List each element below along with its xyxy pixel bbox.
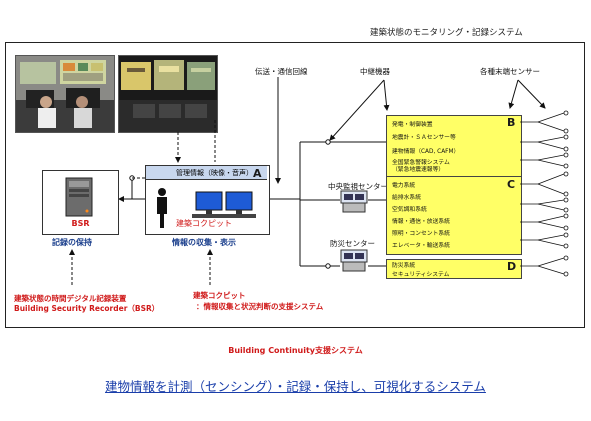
disaster-center-label: 防災センター (330, 239, 375, 248)
relay-label: 中継機器 (360, 67, 390, 76)
group-c-item: 情報・通信・放送系統 (392, 219, 450, 225)
cockpit-note-line1: 建築コクピット (193, 291, 246, 300)
control-room-photo-1 (15, 55, 115, 133)
group-c-panel (386, 176, 522, 255)
group-d-item: 防災系統 (392, 263, 416, 269)
diagram-frame (5, 42, 585, 328)
group-letter-b: B (507, 116, 516, 129)
cockpit-label: 建築コクピット (176, 219, 232, 228)
management-header-label: 管理情報（映像・音声） (176, 169, 253, 177)
group-c-item: 照明・コンセント系統 (392, 231, 450, 237)
group-d-panel (386, 259, 522, 279)
central-monitor-label: 中央監視センター (328, 182, 388, 191)
group-d-item: セキュリティシステム (392, 272, 450, 278)
group-b-item: 全国緊急警報システム (392, 160, 450, 166)
bcs-caption: Building Continuity支援システム (228, 346, 363, 355)
group-c-item: 電力系統 (392, 183, 416, 189)
bsr-panel: BSR (42, 170, 119, 235)
cockpit-illustration (157, 188, 256, 228)
management-caption: 情報の収集・表示 (172, 238, 236, 247)
group-b-item: 地震計・ＳＡセンサー等 (392, 135, 456, 141)
group-c-item: 給排水系統 (392, 195, 421, 201)
monitor-console-icon (340, 190, 368, 213)
bottom-title: 建物情報を計測（センシング）・記録・保持し、可視化するシステム (105, 379, 486, 394)
bsr-note-line2: Building Security Recorder（BSR） (14, 304, 160, 313)
group-letter-c: C (507, 178, 516, 191)
bsr-label: BSR (71, 219, 90, 228)
group-c-item: エレベータ・輸送系統 (392, 243, 450, 249)
group-c-item: 空気調和系統 (392, 207, 427, 213)
group-letter-a: A (253, 167, 262, 180)
bsr-note-line1: 建築状態の時間デジタル記録装置 (14, 294, 127, 303)
management-panel: 管理情報（映像・音声） A 建築コクピット (145, 165, 270, 235)
management-header: 管理情報（映像・音声） (146, 166, 267, 180)
sensor-network (520, 110, 569, 277)
header-title: 建築状態のモニタリング・記録システム (370, 28, 523, 38)
control-room-photo-2 (118, 55, 218, 133)
disaster-console-icon (340, 249, 368, 272)
sensors-label: 各種末端センサー (480, 67, 540, 76)
transmission-label: 伝送・通信回線 (255, 67, 308, 76)
bsr-caption: 記録の保持 (52, 238, 92, 247)
group-b-item: 建物情報（CAD, CAFM） (392, 149, 460, 155)
cockpit-note-line2: ：情報収集と状況判断の支援システム (196, 302, 324, 311)
group-letter-d: D (507, 260, 517, 273)
group-b-item: 発電・制御装置 (392, 122, 433, 128)
bsr-server-icon (65, 177, 93, 217)
group-b-item: （緊急地震速報等） (392, 167, 445, 173)
